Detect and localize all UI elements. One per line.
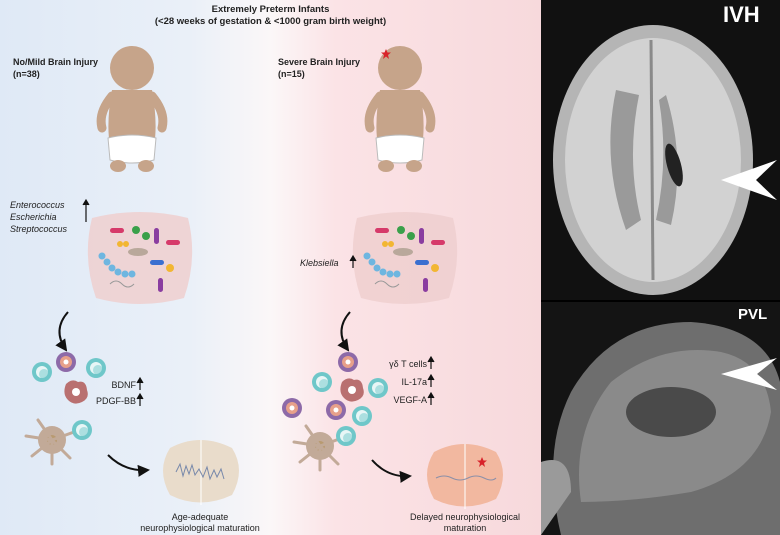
mri-pvl-label: PVL (738, 306, 768, 323)
diagram-illustrations (24, 0, 503, 509)
outcome-right-line2: maturation (443, 523, 487, 533)
arrowhead-marker-icon (721, 160, 777, 200)
marker-left-1: BDNF (111, 380, 137, 390)
right-group-label: Severe Brain Injury (278, 57, 361, 67)
arrow-gut-to-immune-left (55, 311, 69, 352)
infant-severe-illustration (369, 46, 431, 172)
arrowhead-marker-icon (721, 358, 777, 390)
infant-mild-illustration (101, 46, 163, 172)
mri-ivh-image: IVH (541, 0, 780, 300)
title: Extremely Preterm Infants (211, 4, 330, 15)
outcome-left-line1: Age-adequate (171, 512, 229, 522)
mri-ivh-label: IVH (723, 2, 760, 27)
arrow-gut-to-immune-right (337, 311, 351, 352)
marker-left-2: PDGF-BB (95, 396, 136, 406)
marker-right-3: VEGF-A (393, 395, 427, 405)
outcome-left-line2: neurophysiological maturation (140, 523, 260, 533)
bacteria-right-1: Klebsiella (300, 258, 339, 268)
arrow-to-outcome-left (107, 454, 150, 477)
graphical-abstract-panel: Extremely Preterm Infants (<28 weeks of … (0, 0, 541, 535)
immune-cells-left (24, 352, 106, 466)
bacteria-left-3: Streptococcus (10, 224, 68, 234)
gut-microbiome-mild (87, 211, 193, 305)
arrow-to-outcome-right (371, 459, 412, 483)
gut-microbiome-severe (352, 211, 458, 305)
immune-cells-right (282, 352, 388, 472)
left-group-n: (n=38) (13, 69, 40, 79)
marker-right-1: γδ T cells (389, 359, 427, 369)
marker-right-2: IL-17a (401, 377, 427, 387)
increase-arrows (82, 198, 435, 406)
right-group-n: (n=15) (278, 69, 305, 79)
outcome-right-line1: Delayed neurophysiological (409, 512, 521, 522)
brain-normal-eeg-illustration (163, 440, 239, 505)
bacteria-left-1: Enterococcus (10, 200, 65, 210)
brain-delayed-eeg-illustration (427, 444, 503, 509)
bacteria-left-2: Escherichia (10, 212, 57, 222)
subtitle: (<28 weeks of gestation & <1000 gram bir… (154, 16, 387, 27)
mri-pvl-image: PVL (541, 302, 780, 535)
left-group-label: No/Mild Brain Injury (13, 57, 99, 67)
